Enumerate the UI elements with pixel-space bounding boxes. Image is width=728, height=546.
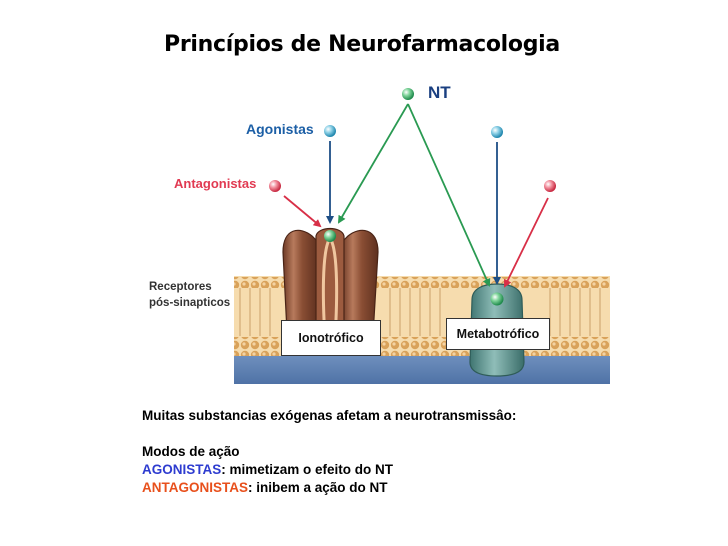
nt-molecule-icon xyxy=(402,88,414,100)
page-title-text: Princípios de Neurofarmacologia xyxy=(164,32,560,57)
antagonist-molecule-icon xyxy=(544,180,556,192)
antagonists-term: ANTAGONISTAS xyxy=(142,480,248,495)
bound-nt-molecule-icon xyxy=(324,230,336,242)
nt-label: NT xyxy=(428,83,451,102)
arrows xyxy=(283,103,549,288)
modes-heading: Modos de ação xyxy=(142,444,240,459)
nt-arrow-ionotropic xyxy=(337,103,409,224)
antagonists-description: : inibem a ação do NT xyxy=(248,480,388,495)
blank-line xyxy=(142,425,516,443)
postsynaptic-receptors-label: Receptores pós-sinapticos xyxy=(149,279,230,311)
metabotropic-label-box: Metabotrófico xyxy=(446,318,550,350)
antagonist-arrow-ionotropic xyxy=(283,195,322,228)
agonists-line: AGONISTAS: mimetizam o efeito do NT xyxy=(142,461,516,479)
receptors-label-line1: Receptores xyxy=(149,281,212,293)
agonists-term: AGONISTAS xyxy=(142,462,222,477)
agonist-molecule-icon xyxy=(491,126,503,138)
antagonists-line: ANTAGONISTAS: inibem a ação do NT xyxy=(142,479,516,497)
description-text: Muitas substancias exógenas afetam a neu… xyxy=(142,407,516,497)
intracellular-space xyxy=(234,356,610,384)
antagonist-molecule-icon xyxy=(269,180,281,192)
agonist-molecule-icon xyxy=(324,125,336,137)
nt-arrow-metabotropic xyxy=(407,103,491,287)
antagonists-label: Antagonistas xyxy=(174,176,257,191)
page-title: Princípios de Neurofarmacologia xyxy=(0,32,728,57)
intro-line: Muitas substancias exógenas afetam a neu… xyxy=(142,408,517,423)
agonists-label: Agonistas xyxy=(246,121,314,137)
ionotropic-label-box: Ionotrófico xyxy=(281,320,381,356)
receptors-label-line2: pós-sinapticos xyxy=(149,297,231,309)
agonists-description: : mimetizam o efeito do NT xyxy=(221,462,394,477)
bound-nt-molecule-icon xyxy=(490,292,504,306)
antagonist-arrow-metabotropic xyxy=(504,197,549,288)
